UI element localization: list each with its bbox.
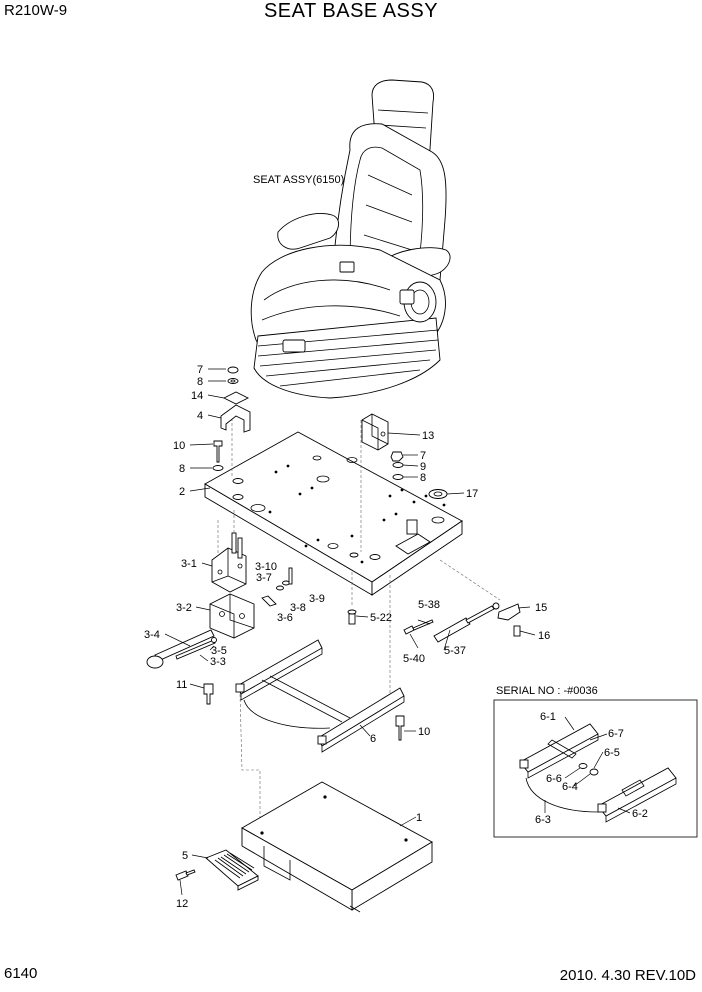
revision-date: 2010. 4.30 REV.10D	[559, 967, 696, 984]
seat-cover-1-illustration	[241, 781, 433, 913]
callout-label: 6-6	[546, 773, 562, 785]
callout-label: 15	[535, 602, 547, 614]
callout-label: 1	[416, 812, 422, 824]
callout-label: 3-6	[277, 612, 293, 624]
callout-label: 3-3	[210, 656, 226, 668]
callout-label: 2	[179, 486, 185, 498]
slide-rail-assembly-illustration	[203, 639, 405, 753]
hinge-3-2-illustration	[209, 567, 293, 639]
callout-labels: 7 8 14 4 10 8 2 3-1 3-10 3-7 3-9 3-8 3-2…	[144, 364, 648, 910]
seat-assembly-illustration	[250, 79, 451, 399]
nameplate-5-illustration	[175, 849, 259, 891]
bracket-13-illustration	[361, 413, 448, 499]
callout-label: 3-1	[181, 558, 197, 570]
callout-label: 4	[197, 410, 203, 422]
callout-label: 3-4	[144, 629, 160, 641]
callout-label: 3-7	[256, 572, 272, 584]
callout-label: 3-9	[309, 593, 325, 605]
callout-label: 6-2	[632, 808, 648, 820]
model-code: R210W-9	[4, 2, 68, 19]
callout-label: 12	[176, 898, 188, 910]
callout-label: 14	[191, 390, 203, 402]
callout-label: 17	[466, 488, 478, 500]
callout-label: 6	[370, 733, 376, 745]
page-number: 6140	[4, 965, 38, 982]
callout-label: 3-10	[255, 561, 277, 573]
callout-leaders	[164, 368, 631, 896]
callout-label: 6-7	[608, 728, 624, 740]
callout-label: 5-22	[370, 612, 392, 624]
callout-label: 8	[197, 376, 203, 388]
callout-label: 3-5	[211, 645, 227, 657]
bracket-4-illustration	[212, 366, 251, 471]
callout-label: 16	[538, 630, 550, 642]
callout-label: 5	[182, 850, 188, 862]
callout-label: 6-3	[535, 814, 551, 826]
hinge-3-1-illustration	[211, 532, 247, 593]
page-title: SEAT BASE ASSY	[263, 0, 439, 22]
serial-note-label: SERIAL NO : -#0036	[496, 685, 598, 697]
callout-label: 3-8	[290, 602, 306, 614]
callout-label: 13	[422, 430, 434, 442]
alt-slide-rail-illustration	[519, 723, 677, 823]
callout-label: 10	[173, 440, 185, 452]
callout-label: 7	[197, 364, 203, 376]
callout-label: 6-4	[562, 781, 578, 793]
pin-3-4-illustration	[146, 629, 217, 669]
callout-label: 3-2	[176, 602, 192, 614]
callout-label: 8	[179, 463, 185, 475]
callout-label: 10	[418, 726, 430, 738]
gas-spring-illustration	[347, 602, 521, 643]
callout-label: 11	[176, 679, 187, 691]
callout-label: 8	[420, 472, 426, 484]
base-plate-illustration	[204, 431, 463, 596]
callout-label: 5-37	[444, 645, 466, 657]
callout-label: 9	[420, 461, 426, 473]
callout-label: 6-1	[540, 711, 556, 723]
callout-label: 6-5	[604, 747, 620, 759]
callout-label: 5-40	[403, 653, 425, 665]
seat-assy-label: SEAT ASSY(6150)	[253, 174, 344, 186]
callout-label: 7	[420, 450, 426, 462]
callout-label: 5-38	[418, 599, 440, 611]
serial-detail-frame	[493, 699, 698, 838]
